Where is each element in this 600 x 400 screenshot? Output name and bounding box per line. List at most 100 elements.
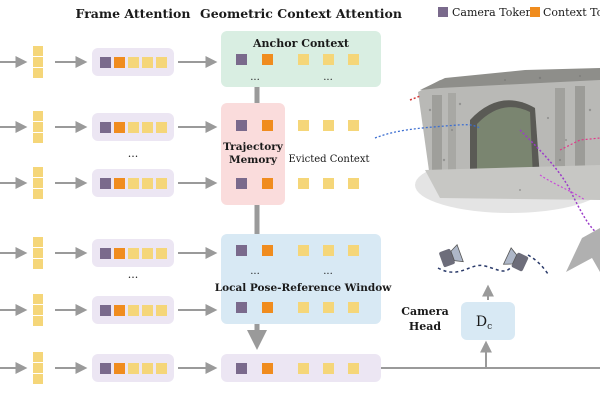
frame-token (128, 363, 139, 374)
legend-camera-label: Camera Token (452, 6, 533, 19)
camera-head-label-1: Camera (401, 305, 448, 318)
output-token (348, 363, 359, 374)
local-context-token (262, 302, 273, 313)
frame-context-token (114, 305, 125, 316)
frame-camera-token (100, 305, 111, 316)
evicted-token (348, 120, 359, 131)
anchor-camera-token (236, 54, 247, 65)
input-token (33, 259, 43, 269)
anchor-token (298, 54, 309, 65)
frame-camera-token (100, 178, 111, 189)
anchor-token (348, 54, 359, 65)
output-token (323, 363, 334, 374)
frame-camera-token (100, 248, 111, 259)
trajectory-context-token (262, 178, 273, 189)
frame-token (128, 122, 139, 133)
trajectory-camera-token (236, 120, 247, 131)
frame-token (142, 305, 153, 316)
frame-token (128, 57, 139, 68)
evicted-token (348, 178, 359, 189)
output-context-token (262, 363, 273, 374)
input-token (33, 178, 43, 188)
anchor-context-label: Anchor Context (252, 37, 350, 50)
input-token (33, 46, 43, 56)
evicted-token (323, 120, 334, 131)
camera-frustum-icon (502, 247, 529, 272)
local-context-token (262, 245, 273, 256)
input-token (33, 68, 43, 78)
trajectory-context-token (262, 120, 273, 131)
trajectory-memory-label-1: Trajectory (223, 141, 284, 153)
frame-token (142, 57, 153, 68)
input-rows (0, 46, 88, 384)
frame-token (156, 122, 167, 133)
anchor-ellipsis: ... (323, 72, 333, 83)
input-token (33, 57, 43, 67)
large-up-arrow (566, 228, 600, 272)
frame-token (156, 363, 167, 374)
local-token (323, 302, 334, 313)
input-token (33, 133, 43, 143)
frame-camera-token (100, 122, 111, 133)
input-token (33, 111, 43, 121)
local-token (323, 245, 334, 256)
frame-token (128, 178, 139, 189)
local-camera-token (236, 245, 247, 256)
evicted-token (298, 120, 309, 131)
local-ellipsis: ... (250, 266, 260, 277)
input-token (33, 189, 43, 199)
frame-token (156, 57, 167, 68)
local-token (348, 245, 359, 256)
frame-token (142, 122, 153, 133)
input-token (33, 294, 43, 304)
anchor-token (323, 54, 334, 65)
camera-trajectory-dashed (437, 254, 549, 275)
output-connector (381, 340, 492, 369)
anchor-context-token (262, 54, 273, 65)
frame-token (142, 363, 153, 374)
frame-context-token (114, 363, 125, 374)
trajectory-camera-token (236, 178, 247, 189)
input-token (33, 167, 43, 177)
local-window-label: Local Pose-Reference Window (215, 282, 393, 294)
frame-token (142, 248, 153, 259)
frame-token (128, 248, 139, 259)
evicted-token (298, 178, 309, 189)
legend-camera-swatch (438, 7, 448, 17)
input-token (33, 248, 43, 258)
frame-token (128, 305, 139, 316)
output-camera-token (236, 363, 247, 374)
camera-head-dc: Dc (476, 314, 492, 332)
input-token (33, 374, 43, 384)
input-token (33, 305, 43, 315)
camera-frustum-icon (439, 244, 464, 268)
input-token (33, 237, 43, 247)
camera-head-box (461, 302, 515, 340)
legend-context-swatch (530, 7, 540, 17)
frame-token (156, 305, 167, 316)
frame-ellipsis-top: ... (128, 147, 139, 160)
geometric-context-attention-header: Geometric Context Attention (200, 6, 402, 21)
frame-attention-rows (92, 48, 218, 382)
input-token (33, 363, 43, 373)
frame-camera-token (100, 57, 111, 68)
frame-camera-token (100, 363, 111, 374)
local-ellipsis: ... (323, 266, 333, 277)
input-token (33, 316, 43, 326)
output-token (298, 363, 309, 374)
frame-context-token (114, 178, 125, 189)
local-window-box (221, 234, 381, 324)
local-token (298, 302, 309, 313)
trajectory-memory-label-2: Memory (229, 154, 278, 166)
frame-token (156, 248, 167, 259)
legend-context-label: Context Tok (543, 6, 600, 19)
evicted-token (323, 178, 334, 189)
frame-ellipsis-bottom: ... (128, 268, 139, 281)
local-camera-token (236, 302, 247, 313)
local-token (348, 302, 359, 313)
camera-head-label-2: Head (409, 320, 442, 333)
evicted-context-label: Evicted Context (289, 154, 370, 165)
frame-context-token (114, 57, 125, 68)
frame-token (142, 178, 153, 189)
